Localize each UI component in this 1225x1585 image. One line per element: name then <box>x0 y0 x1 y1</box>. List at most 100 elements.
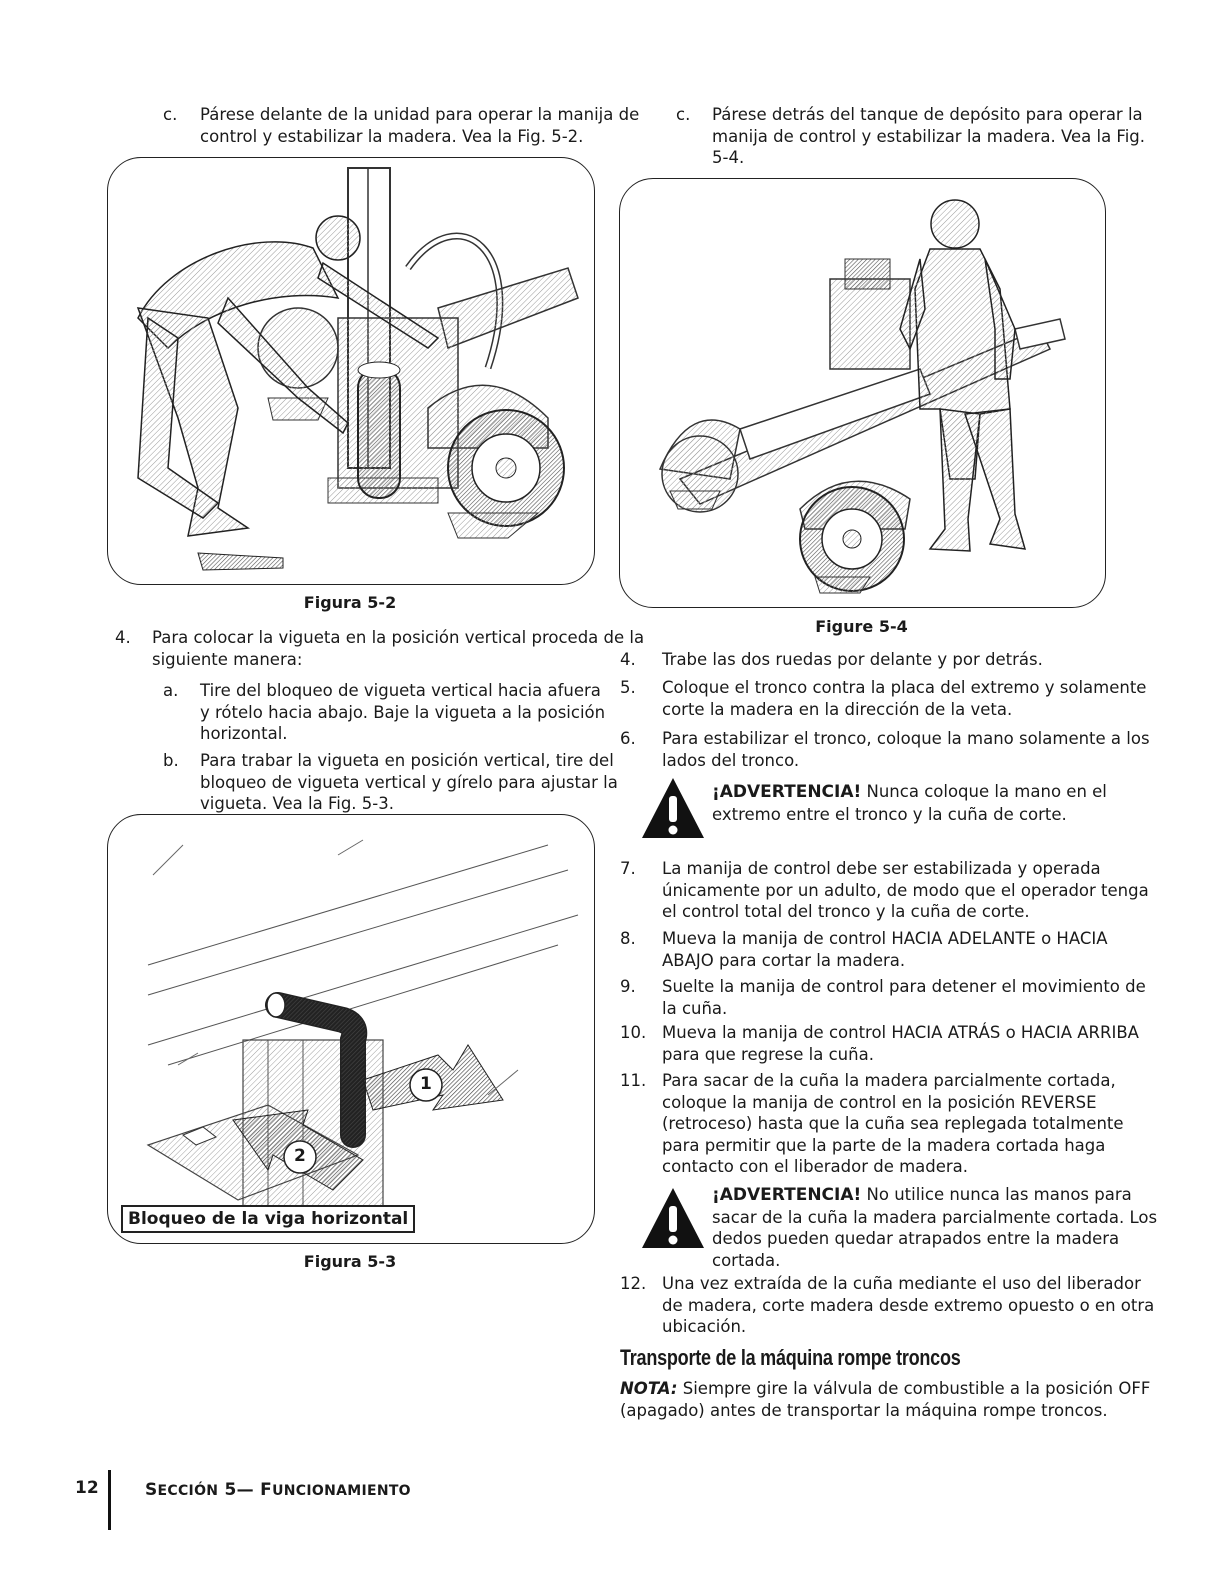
arrow-1-label: 1 <box>420 1074 432 1094</box>
right-item-c-letter: c. <box>676 105 691 124</box>
text-line: dedos pueden quedar atrapados entre la m… <box>712 1229 1120 1248</box>
text-line: para permitir que la parte de la madera … <box>662 1135 1106 1155</box>
text-line: bloqueo de vigueta vertical y gírelo par… <box>200 772 618 792</box>
text-line: Para sacar de la cuña la madera parcialm… <box>662 1071 1116 1090</box>
text-line: para que regrese la cuña. <box>662 1044 874 1064</box>
text-line: coloque la manija de control en la posic… <box>662 1092 1097 1112</box>
right-step-7: 7. <box>620 859 636 878</box>
text-part: F <box>260 1480 273 1500</box>
text-part: S <box>145 1480 158 1500</box>
right-step-9: 9. <box>620 977 636 996</box>
text-line: únicamente por un adulto, de modo que el… <box>662 880 1149 900</box>
text-line: Mueva la manija de control HACIA ADELANT… <box>662 929 1108 948</box>
right-step-8: 8. <box>620 929 636 948</box>
right-step-7-text: La manija de control debe ser estabiliza… <box>662 858 1149 923</box>
figure-5-3-caption: Figura 5-3 <box>303 1252 397 1271</box>
right-step-12-text: Una vez extraída de la cuña mediante el … <box>662 1273 1154 1338</box>
item-letter: c. <box>163 105 178 124</box>
text-line: lados del tronco. <box>662 750 800 770</box>
page-number: 12 <box>75 1478 99 1498</box>
text-line: Trabe las dos ruedas por delante y por d… <box>662 650 1043 669</box>
right-step-11: 11. <box>620 1071 647 1090</box>
right-step-5-text: Coloque el tronco contra la placa del ex… <box>662 677 1146 720</box>
text-line: Mueva la manija de control HACIA ATRÁS o… <box>662 1023 1139 1042</box>
text-line: horizontal. <box>200 724 288 743</box>
text-line: corte la madera en la dirección de la ve… <box>662 699 1013 719</box>
text-line: Párese delante de la unidad para operar … <box>200 105 640 124</box>
figure-5-2 <box>107 157 595 585</box>
text-line: Siempre gire la válvula de combustible a… <box>677 1379 1151 1398</box>
text-line: control y estabilizar la madera. Vea la … <box>200 126 584 146</box>
step-number: 4. <box>620 650 636 669</box>
left-item-a-letter: a. <box>163 681 179 700</box>
left-item-a-text: Tire del bloqueo de vigueta vertical hac… <box>200 680 605 745</box>
text-line: Tire del bloqueo de vigueta vertical hac… <box>200 681 601 700</box>
figure-5-2-caption: Figura 5-2 <box>303 593 397 612</box>
text-line: (retroceso) hasta que la cuña sea repleg… <box>662 1114 1124 1133</box>
figure-5-4 <box>619 178 1106 608</box>
text-line: Una vez extraída de la cuña mediante el … <box>662 1274 1141 1293</box>
right-step-11-text: Para sacar de la cuña la madera parcialm… <box>662 1070 1124 1178</box>
footer-divider <box>108 1470 111 1530</box>
right-step-4-text: Trabe las dos ruedas por delante y por d… <box>662 649 1043 671</box>
text-line: (apagado) antes de transportar la máquin… <box>620 1400 1108 1420</box>
right-step-10: 10. <box>620 1023 647 1042</box>
beam-lock-illustration <box>146 839 579 1221</box>
warning-2-title: ¡ADVERTENCIA! <box>712 1185 862 1205</box>
text-line: Coloque el tronco contra la placa del ex… <box>662 678 1147 697</box>
text-line: 5-4. <box>712 148 745 167</box>
text-line: Para estabilizar el tronco, coloque la m… <box>662 729 1150 748</box>
nota-paragraph: NOTA: Siempre gire la válvula de combust… <box>620 1378 1150 1421</box>
warning-triangle-icon <box>642 778 704 838</box>
right-step-12: 12. <box>620 1274 647 1293</box>
right-item-c-text: Párese detrás del tanque de depósito par… <box>712 104 1145 169</box>
left-item-4-text: Para colocar la vigueta en la posición v… <box>152 627 644 670</box>
footer-section-title: SECCIÓN 5— FUNCIONAMIENTO <box>145 1480 411 1500</box>
figure-5-3: 1 2 Bloqueo de la viga horizontal <box>107 814 595 1244</box>
left-item-b-text: Para trabar la vigueta en posición verti… <box>200 750 618 815</box>
left-item-b-letter: b. <box>163 751 179 770</box>
text-line: No utilice nunca las manos para <box>861 1185 1132 1204</box>
text-part: 5— <box>218 1480 261 1500</box>
text-line: manija de control y estabilizar la mader… <box>712 126 1146 146</box>
text-line: ABAJO para cortar la madera. <box>662 950 906 970</box>
right-step-10-text: Mueva la manija de control HACIA ATRÁS o… <box>662 1022 1139 1065</box>
text-part: ECCIÓN <box>157 1483 219 1499</box>
left-item-c: c. <box>163 104 177 126</box>
right-step-5: 5. <box>620 678 636 697</box>
right-step-6: 6. <box>620 729 636 748</box>
text-line: la cuña. <box>662 998 728 1018</box>
right-step-4: 4. <box>620 649 636 671</box>
text-line: vigueta. Vea la Fig. 5-3. <box>200 794 394 813</box>
left-item-c-text: Párese delante de la unidad para operar … <box>200 104 639 147</box>
figure-5-4-caption: Figure 5-4 <box>815 617 908 636</box>
warning-triangle-icon <box>642 1188 704 1248</box>
right-step-6-text: Para estabilizar el tronco, coloque la m… <box>662 728 1150 771</box>
figure-5-3-callout: Bloqueo de la viga horizontal <box>121 1205 416 1233</box>
text-line: y rótelo hacia abajo. Baje la vigueta a … <box>200 702 606 722</box>
warning-1-title: ¡ADVERTENCIA! <box>712 782 862 802</box>
text-line: Nunca coloque la mano en el <box>861 782 1107 801</box>
text-line: de madera, corte madera desde extremo op… <box>662 1295 1155 1315</box>
text-line: La manija de control debe ser estabiliza… <box>662 859 1101 878</box>
text-line: extremo entre el tronco y la cuña de cor… <box>712 804 1067 824</box>
text-line: ubicación. <box>662 1317 747 1336</box>
text-line: Párese detrás del tanque de depósito par… <box>712 105 1143 124</box>
text-line: Para trabar la vigueta en posición verti… <box>200 751 614 770</box>
arrow-2-label: 2 <box>294 1146 306 1166</box>
text-line: cortada. <box>712 1250 781 1270</box>
right-step-9-text: Suelte la manija de control para detener… <box>662 976 1146 1019</box>
log-splitter-front-illustration <box>136 167 579 571</box>
text-line: siguiente manera: <box>152 649 303 669</box>
section-heading: Transporte de la máquina rompe troncos <box>620 1345 961 1370</box>
warning-1: ¡ADVERTENCIA! Nunca coloque la mano en e… <box>712 781 1107 825</box>
left-item-4-num: 4. <box>115 628 131 647</box>
text-line: sacar de la cuña la madera parcialmente … <box>712 1207 1158 1227</box>
warning-2: ¡ADVERTENCIA! No utilice nunca las manos… <box>712 1184 1157 1271</box>
text-line: contacto con el liberador de madera. <box>662 1157 969 1176</box>
text-line: Suelte la manija de control para detener… <box>662 977 1146 996</box>
text-line: el control total del tronco y la cuña de… <box>662 902 1030 921</box>
right-step-8-text: Mueva la manija de control HACIA ADELANT… <box>662 928 1108 971</box>
nota-label: NOTA: <box>620 1379 678 1398</box>
text-part: UNCIONAMIENTO <box>272 1483 411 1499</box>
